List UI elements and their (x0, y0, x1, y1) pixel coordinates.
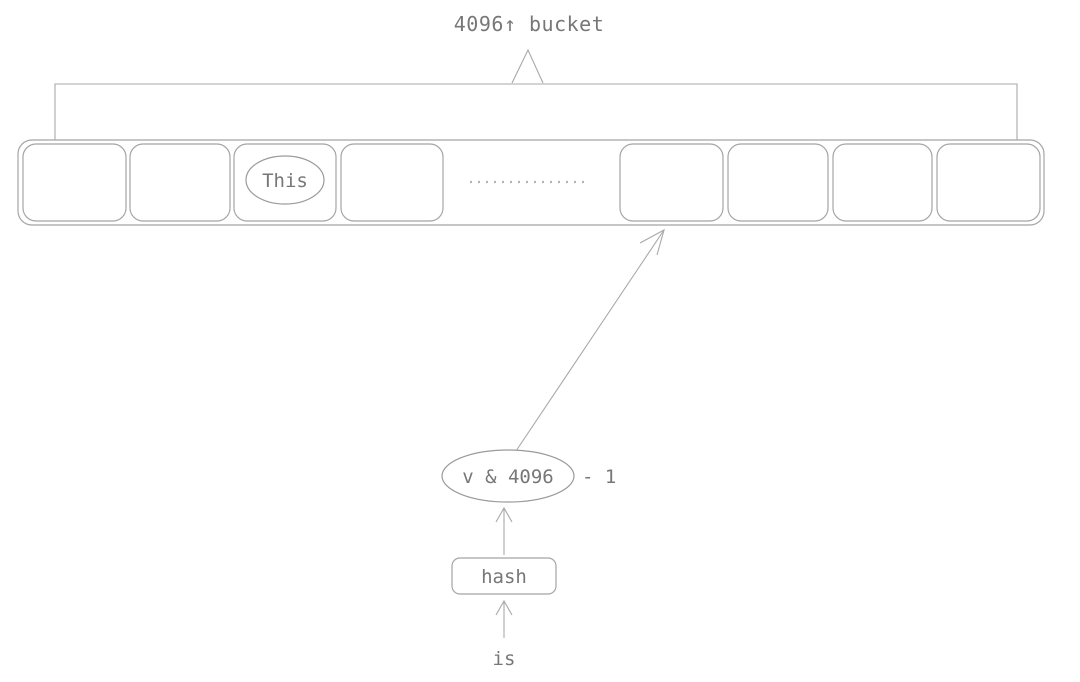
index-to-bucket-arrow (515, 228, 665, 452)
input-to-hash-arrow (495, 599, 513, 638)
slot-value-text: This (262, 170, 308, 192)
input-token-text: is (493, 648, 516, 670)
bucket-span-bracket (54, 83, 1018, 140)
bucket-slot-3[interactable] (340, 143, 444, 222)
bucket-slot-5[interactable] (727, 143, 829, 222)
hash-node-text: hash (481, 566, 527, 588)
bucket-slot-2-value: This (245, 155, 325, 205)
index-expression-inner-text: v & 4096 (462, 466, 554, 488)
bucket-slot-7[interactable] (936, 143, 1041, 222)
bracket-to-title-arrow (511, 48, 544, 84)
bucket-slot-4[interactable] (619, 143, 724, 222)
bucket-slot-1[interactable] (129, 143, 231, 222)
hash-node: hash (451, 557, 557, 595)
bucket-slot-6[interactable] (832, 143, 933, 222)
hash-to-index-arrow (495, 506, 513, 555)
index-expression-outer-text: - 1 (582, 466, 616, 488)
bucket-slot-0[interactable] (22, 143, 127, 222)
index-expression-node: v & 4096 - 1 (441, 449, 616, 503)
input-token-node: is (493, 648, 516, 670)
diagram-title: 4096↑ bucket (454, 12, 605, 36)
diagram-title-text: 4096↑ bucket (454, 12, 605, 36)
